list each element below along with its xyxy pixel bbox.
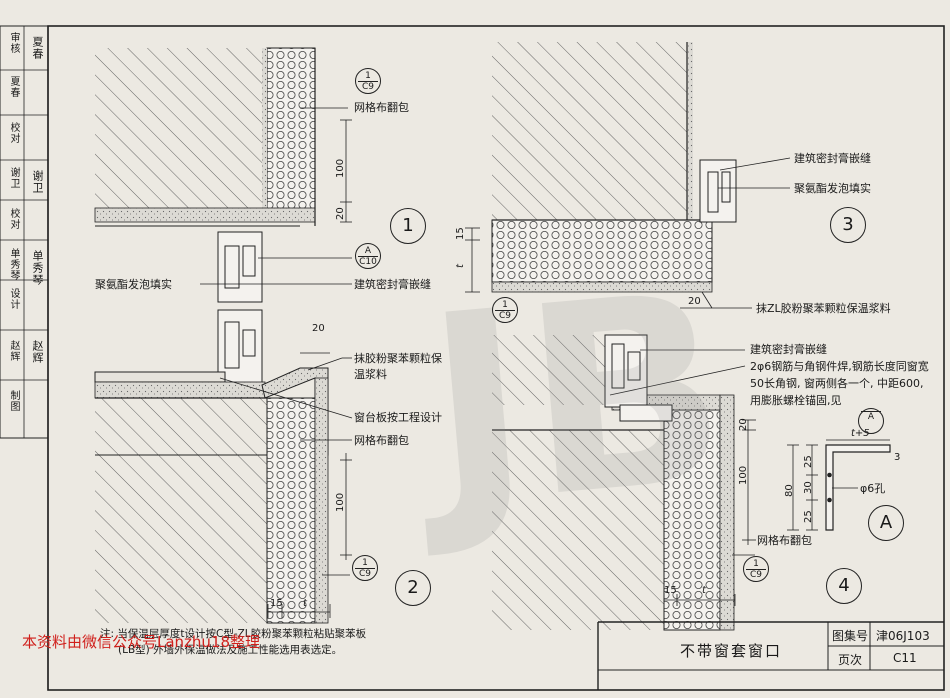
label-mesh-wrap: 网格布翻包 <box>757 534 812 547</box>
dimension-text: t <box>702 585 706 596</box>
page-value: C11 <box>893 651 917 665</box>
label-sealant: 建筑密封膏嵌缝 <box>354 278 431 291</box>
side-strip-cell: 设计 <box>8 288 19 310</box>
dimension-text: 100 <box>738 465 749 485</box>
set-number-label: 图集号 <box>832 629 869 643</box>
side-strip-signature: 夏春 <box>31 36 44 60</box>
dimension-text: 30 <box>803 481 814 494</box>
dimension-text: 25 <box>803 510 814 523</box>
dimension-text: 15 <box>270 598 283 609</box>
label-rebar-note: 用膨胀螺栓锚固,见 <box>750 394 842 407</box>
label-mortar-cont: 温浆料 <box>354 368 387 381</box>
detail-number-3: 3 <box>830 207 866 243</box>
side-strip-cell: 单秀琴 <box>8 248 19 281</box>
drawing-title: 不带窗套窗口 <box>680 642 783 660</box>
page-label: 页次 <box>838 653 863 667</box>
dimension-text: 3 <box>894 452 901 463</box>
dimension-text: 20 <box>312 323 325 334</box>
label-mesh-wrap: 网格布翻包 <box>354 434 409 447</box>
watermark-notice: 本资料由微信公众号Lanzhu18整理 <box>22 633 261 651</box>
label-rebar-note: 2φ6钢筋与角钢件焊,钢筋长度同窗宽 <box>750 360 929 373</box>
side-strip-cell: 赵辉 <box>8 340 19 362</box>
label-mesh-wrap: 网格布翻包 <box>354 101 409 114</box>
side-strip-cell: 审核 <box>8 32 19 54</box>
dimension-text: 20 <box>738 418 749 431</box>
dimension-text: 25 <box>803 455 814 468</box>
detail-number-a: A <box>868 505 904 541</box>
side-strip-signature: 赵辉 <box>31 340 44 364</box>
side-strip-cell: 制图 <box>8 390 19 412</box>
dimension-text: t+5 <box>851 428 870 439</box>
reference-bubble: A <box>858 408 884 434</box>
dimension-text: 20 <box>688 296 701 307</box>
side-strip-cell: 谢卫 <box>8 167 19 189</box>
note-line: 注: 当保温层厚度t设计按C型-ZL胶粉聚苯颗粒粘贴聚苯板 <box>100 628 367 640</box>
jb-logo-watermark: JB <box>417 237 738 565</box>
dimension-text: 15 <box>455 227 466 240</box>
dimension-text: 20 <box>335 207 346 220</box>
label-rebar-note: 50长角钢, 窗两侧各一个, 中距600, <box>750 377 924 390</box>
label-sill-board: 窗台板按工程设计 <box>354 411 442 424</box>
label-mortar: 抹胶粉聚苯颗粒保 <box>354 352 442 365</box>
dimension-text: t <box>455 264 466 268</box>
label-mortar: 抹ZL胶粉聚苯颗粒保温浆料 <box>756 302 891 315</box>
detail-number-1: 1 <box>390 208 426 244</box>
label-sealant: 建筑密封膏嵌缝 <box>750 343 827 356</box>
dimension-text: t <box>303 598 307 609</box>
side-strip-cell: 校对 <box>8 208 19 230</box>
label-foam-fill: 聚氨酯发泡填实 <box>794 182 871 195</box>
note-line: (LB型) 外墙外保温做法及施工性能选用表选定。 <box>118 644 343 656</box>
detail-number-4: 4 <box>826 568 862 604</box>
detail-number-2: 2 <box>395 570 431 606</box>
side-strip-cell: 校对 <box>8 122 19 144</box>
side-strip-signature: 单秀琴 <box>31 250 44 286</box>
set-number-value: 津06J103 <box>876 629 930 643</box>
label-foam-fill: 聚氨酯发泡填实 <box>95 278 172 291</box>
dimension-text: 80 <box>784 484 795 497</box>
label-hole: φ6孔 <box>860 482 886 495</box>
dimension-text: 15 <box>664 585 677 596</box>
side-strip-cell: 夏春 <box>8 76 19 98</box>
side-strip-signature: 谢卫 <box>31 170 44 194</box>
dimension-text: 100 <box>335 492 346 512</box>
dimension-text: 100 <box>335 158 346 178</box>
label-sealant: 建筑密封膏嵌缝 <box>794 152 871 165</box>
